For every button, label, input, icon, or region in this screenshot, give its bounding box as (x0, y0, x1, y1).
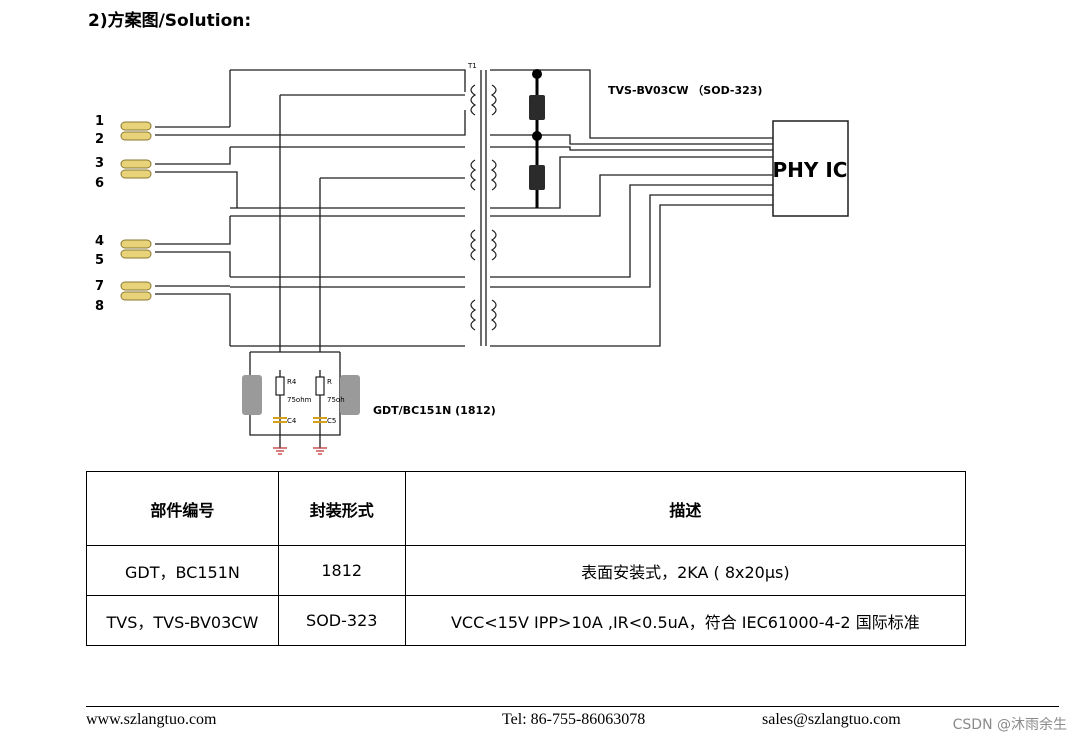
footer-website: www.szlangtuo.com (86, 711, 217, 728)
footer-email: sales@szlangtuo.com (762, 711, 901, 728)
phy-ic-label: PHY IC (773, 158, 848, 182)
tvs-label: TVS-BV03CW （SOD-323) (608, 84, 762, 97)
table-header: 描述 (404, 471, 967, 546)
table-header: 封装形式 (277, 471, 406, 546)
table-row: GDT，BC151N 1812 表面安装式，2KA ( 8x20μs) (86, 545, 967, 596)
table-cell: 1812 (277, 545, 406, 596)
resistor-value: 75oh (327, 396, 345, 404)
pin-label: 8 (95, 299, 104, 314)
table-cell: SOD-323 (277, 595, 406, 646)
table-cell: VCC<15V IPP>10A ,IR<0.5uA，符合 IEC61000-4-… (404, 595, 967, 646)
resistor-label: R4 (287, 378, 297, 386)
solution-schematic: PHY IC T1 TVS-BV03CW （SOD-323) GDT/BC151… (95, 62, 849, 455)
resistor-label: R (327, 378, 332, 386)
footer-divider (86, 706, 1059, 707)
pin-label: 2 (95, 132, 104, 147)
component-table: 部件编号 封装形式 描述 GDT，BC151N 1812 表面安装式，2KA (… (86, 471, 967, 646)
footer-tel: Tel: 86-755-86063078 (502, 711, 646, 728)
capacitor-label: C5 (327, 417, 336, 425)
pin-label: 6 (95, 176, 104, 191)
pin-label: 7 (95, 279, 104, 294)
gdt-label: GDT/BC151N (1812) (373, 404, 496, 417)
table-header: 部件编号 (86, 471, 279, 546)
table-cell: GDT，BC151N (86, 545, 279, 596)
pin-label: 4 (95, 234, 104, 249)
resistor-value: 75ohm (287, 396, 312, 404)
table-cell: TVS，TVS-BV03CW (86, 595, 279, 646)
watermark: CSDN @沐雨余生 (952, 717, 1067, 733)
pin-label: 3 (95, 156, 104, 171)
table-row: TVS，TVS-BV03CW SOD-323 VCC<15V IPP>10A ,… (86, 595, 967, 646)
capacitor-label: C4 (287, 417, 297, 425)
pin-label: 1 (95, 114, 104, 129)
transformer-label: T1 (467, 62, 477, 70)
pin-label: 5 (95, 253, 104, 268)
table-header-row: 部件编号 封装形式 描述 (86, 471, 967, 546)
table-cell: 表面安装式，2KA ( 8x20μs) (404, 545, 967, 596)
section-heading: 2)方案图/Solution: (88, 11, 252, 31)
